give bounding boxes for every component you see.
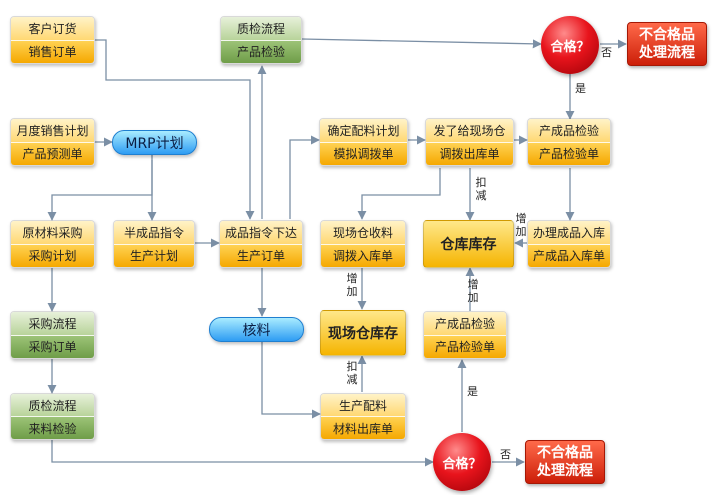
edge-verify-to-material [261, 342, 321, 419]
node-warehouse-stock[interactable]: 仓库库存 [423, 220, 514, 268]
node-product-inspect-1[interactable]: 产成品检验 产品检验单 [527, 118, 611, 166]
edge-mrp-to-raw [47, 160, 153, 221]
node-doc: 销售订单 [11, 40, 94, 63]
label-no-bottom: 否 [500, 448, 511, 461]
pill-label: MRP计划 [125, 135, 184, 152]
edge-customer-to-finished [95, 39, 255, 220]
edge-qc-to-pass-bottom [51, 440, 434, 467]
edge-qc-to-pass-top [301, 38, 542, 49]
reject-line2: 处理流程 [537, 463, 593, 479]
node-incoming-qc[interactable]: 质检流程 来料检验 [10, 393, 95, 440]
node-send-to-site[interactable]: 发了给现场仓 调拨出库单 [425, 118, 514, 166]
reject-line2: 处理流程 [639, 45, 695, 61]
node-doc: 来料检验 [11, 417, 94, 439]
node-doc: 生产计划 [114, 244, 194, 267]
node-doc: 产成品入库单 [528, 244, 610, 267]
label-yes-bottom: 是 [467, 385, 478, 398]
pill-label: 核料 [242, 322, 271, 339]
node-customer-order[interactable]: 客户订货 销售订单 [10, 16, 95, 64]
label-increase-1: 增加 [515, 212, 527, 238]
node-doc: 产品检验单 [528, 142, 610, 165]
node-site-stock[interactable]: 现场仓库存 [320, 310, 406, 356]
node-doc: 材料出库单 [321, 417, 405, 439]
node-title: 产成品检验 [424, 312, 506, 336]
node-doc: 产品检验单 [424, 335, 506, 358]
label-yes-top: 是 [575, 82, 586, 95]
node-title: 成品指令下达 [220, 221, 302, 245]
edge-finished-to-confirm [289, 135, 320, 219]
node-doc: 产品检验 [221, 40, 301, 63]
label-increase-3: 增加 [467, 278, 479, 304]
node-purchase-flow[interactable]: 采购流程 采购订单 [10, 311, 95, 359]
node-confirm-plan[interactable]: 确定配料计划 模拟调拨单 [319, 118, 408, 166]
node-title: 现场仓收料 [321, 221, 405, 245]
node-site-receive[interactable]: 现场仓收料 调拨入库单 [320, 220, 406, 268]
decision-pass-bottom[interactable]: 合格？ [433, 433, 491, 491]
label-increase-2: 增加 [346, 272, 358, 298]
node-finished-order[interactable]: 成品指令下达 生产订单 [219, 220, 303, 268]
node-title: 客户订货 [11, 17, 94, 41]
node-reject-bottom[interactable]: 不合格品 处理流程 [525, 440, 605, 484]
node-raw-purchase[interactable]: 原材料采购 采购计划 [10, 220, 95, 268]
node-qc-process-top[interactable]: 质检流程 产品检验 [220, 16, 302, 64]
node-title: 采购流程 [11, 312, 94, 336]
node-doc: 产品预测单 [11, 142, 94, 165]
node-title: 半成品指令 [114, 221, 194, 245]
node-doc: 调拨出库单 [426, 142, 513, 165]
node-product-inspect-2[interactable]: 产成品检验 产品检验单 [423, 311, 507, 359]
node-title: 原材料采购 [11, 221, 94, 245]
single-label: 仓库库存 [440, 237, 497, 253]
node-reject-top[interactable]: 不合格品 处理流程 [627, 22, 707, 66]
node-doc: 采购订单 [11, 335, 94, 358]
reject-line1: 不合格品 [537, 445, 593, 461]
node-title: 质检流程 [221, 17, 301, 41]
node-title: 办理成品入库 [528, 221, 610, 245]
label-no-top: 否 [601, 46, 612, 59]
decision-label: 合格？ [442, 456, 482, 472]
node-mrp[interactable]: MRP计划 [112, 130, 197, 155]
label-deduct-1: 扣减 [475, 176, 487, 202]
node-doc: 生产订单 [220, 244, 302, 267]
decision-pass-top[interactable]: 合格？ [541, 16, 599, 74]
decision-label: 合格？ [550, 39, 590, 55]
label-deduct-2: 扣减 [346, 360, 358, 386]
node-semi-order[interactable]: 半成品指令 生产计划 [113, 220, 195, 268]
node-title: 月度销售计划 [11, 119, 94, 143]
node-doc: 调拨入库单 [321, 244, 405, 267]
node-title: 生产配料 [321, 394, 405, 417]
node-production-material[interactable]: 生产配料 材料出库单 [320, 393, 406, 440]
node-title: 确定配料计划 [320, 119, 407, 143]
node-title: 质检流程 [11, 394, 94, 417]
node-monthly-plan[interactable]: 月度销售计划 产品预测单 [10, 118, 95, 166]
edge-send-to-site [357, 168, 441, 220]
node-doc: 采购计划 [11, 244, 94, 267]
node-doc: 模拟调拨单 [320, 142, 407, 165]
single-label: 现场仓库存 [328, 326, 398, 342]
reject-line1: 不合格品 [639, 27, 695, 43]
node-handle-inbound[interactable]: 办理成品入库 产成品入库单 [527, 220, 611, 268]
node-title: 产成品检验 [528, 119, 610, 143]
node-title: 发了给现场仓 [426, 119, 513, 143]
node-verify[interactable]: 核料 [209, 317, 304, 342]
